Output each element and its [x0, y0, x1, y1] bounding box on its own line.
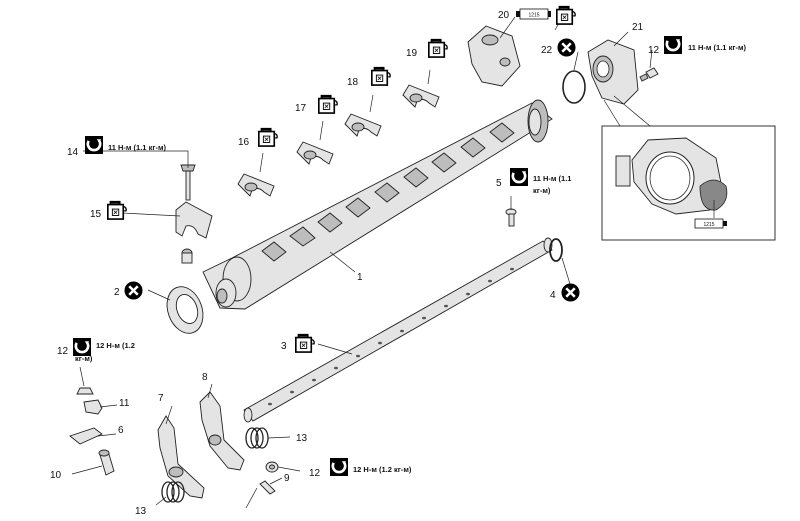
callout-19: 19: [406, 48, 418, 59]
pipe-holes: [268, 267, 514, 406]
callout-15: 15: [90, 209, 102, 220]
do-not-reuse-icon: [557, 38, 576, 57]
torque-spec-5-line1: 11 Н-м (1.1: [533, 174, 571, 183]
adjust-screw-9: [259, 480, 276, 495]
oil-can-icon: [427, 38, 448, 58]
leader-lines: [71, 16, 653, 509]
callout-14: 14: [67, 147, 79, 158]
callout-2: 2: [114, 287, 120, 298]
inset-detail: 1215: [601, 125, 776, 241]
callout-12-bottom: 12: [309, 468, 321, 479]
do-not-reuse-icon: [124, 281, 143, 300]
torque-wrench-icon: [330, 458, 348, 476]
callout-13-left: 13: [135, 506, 147, 517]
o-ring: [549, 238, 563, 262]
inset-leader: [603, 95, 651, 127]
oil-can-icon: [257, 127, 278, 147]
oil-can-icon: [555, 5, 576, 25]
callout-3: 3: [281, 341, 287, 352]
callout-9: 9: [284, 473, 290, 484]
torque-wrench-icon: [510, 168, 528, 186]
callout-13-right: 13: [296, 433, 308, 444]
torque-spec-5-line2: кг-м): [533, 186, 551, 195]
oil-seal: [166, 286, 204, 334]
torque-wrench-icon: [85, 136, 103, 154]
callout-16: 16: [238, 137, 250, 148]
oil-can-icon: [317, 94, 338, 114]
torque-wrench-icon: [664, 36, 682, 54]
front-cam-cap: [175, 164, 213, 264]
callout-1: 1: [357, 272, 363, 283]
rocker-arm-8: [199, 391, 245, 471]
callout-7: 7: [158, 393, 164, 404]
callout-8: 8: [202, 372, 208, 383]
oil-can-icon: [370, 66, 391, 86]
bolt-12-top: [639, 67, 659, 82]
torque-spec-12-top: 11 Н-м (1.1 кг-м): [688, 43, 746, 52]
bolt-5: [505, 208, 517, 227]
torque-spec-12-left-line2: кг-м): [75, 354, 93, 363]
oil-can-icon: [106, 200, 127, 220]
cap-20: [467, 25, 521, 87]
symbols: 1215: [73, 5, 682, 476]
do-not-reuse-icon: [561, 283, 580, 302]
torque-specs: 11 Н-м (1.1 кг-м) 11 Н-м (1.1 кг-м) 11 Н…: [75, 43, 746, 474]
callout-20: 20: [498, 10, 510, 21]
housing-21: [587, 39, 639, 105]
callout-17: 17: [295, 103, 307, 114]
callout-21: 21: [632, 22, 644, 33]
springs-13: [161, 427, 269, 503]
inset-sealant-label: 1215: [703, 222, 714, 228]
sealant-label: 1215: [528, 13, 539, 19]
callout-11: 11: [119, 398, 130, 409]
cam-caps: [237, 84, 440, 197]
small-parts-left: [69, 387, 115, 476]
torque-spec-12-left-line1: 12 Н-м (1.2: [96, 341, 135, 350]
callout-18: 18: [347, 77, 359, 88]
torque-spec-12-bottom: 12 Н-м (1.2 кг-м): [353, 465, 412, 474]
camshaft: [202, 99, 553, 310]
callout-10: 10: [50, 470, 62, 481]
torque-spec-14: 11 Н-м (1.1 кг-м): [108, 143, 166, 152]
callout-12-top: 12: [648, 45, 660, 56]
callout-6: 6: [118, 425, 124, 436]
callout-12-left: 12: [57, 346, 69, 357]
nut-12-bottom: [265, 461, 279, 473]
sealant-tube-icon: 1215: [516, 8, 551, 20]
gasket-22: [562, 70, 586, 104]
rocker-arm-7: [157, 415, 205, 499]
callout-4: 4: [550, 290, 556, 301]
callout-5: 5: [496, 178, 502, 189]
callout-numbers: 1 2 3 4 5 6 7 8 9 10 11 12 12 12 13 13 1…: [50, 10, 660, 517]
callout-22: 22: [541, 45, 553, 56]
oil-can-icon: [294, 333, 315, 353]
